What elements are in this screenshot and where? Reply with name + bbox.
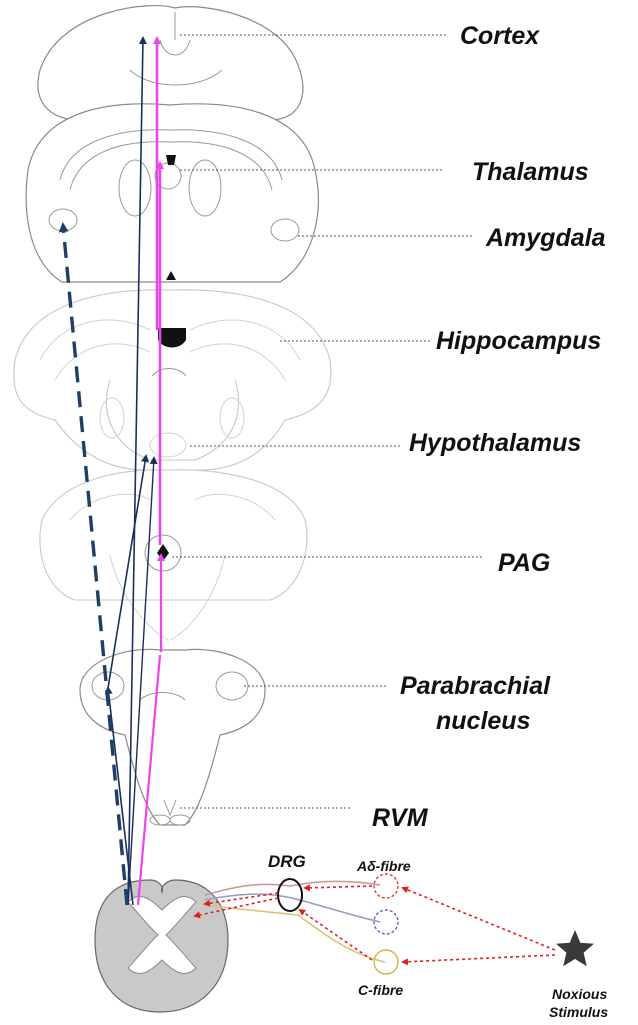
- label-c-fibre: C-fibre: [358, 982, 403, 998]
- a-delta-fibre-circle: [374, 874, 398, 898]
- label-cortex: Cortex: [460, 22, 540, 50]
- label-rvm: RVM: [372, 804, 429, 832]
- cortex-slice: [38, 6, 303, 120]
- drg-ganglion: [278, 879, 302, 911]
- c-fibre-circle: [374, 950, 398, 974]
- label-drg: DRG: [268, 852, 306, 871]
- thalamus-slice: [26, 104, 318, 282]
- label-parabrachial-line1: Parabrachial: [400, 672, 551, 700]
- label-stimulus-line1: Noxious: [552, 986, 607, 1002]
- label-hippocampus: Hippocampus: [436, 327, 601, 355]
- label-a-delta-fibre: Aδ-fibre: [356, 858, 411, 874]
- parabrachial-slice: [80, 649, 265, 825]
- a-delta-prefix: A: [356, 858, 367, 874]
- peripheral-nerves: [195, 874, 594, 974]
- label-stimulus-line2: Stimulus: [549, 1004, 608, 1020]
- label-thalamus: Thalamus: [472, 158, 589, 186]
- star-icon: [556, 930, 594, 966]
- a-delta-suffix: -fibre: [376, 858, 411, 874]
- pag-slice: [40, 470, 307, 640]
- label-pag: PAG: [498, 549, 550, 577]
- label-hypothalamus: Hypothalamus: [409, 429, 581, 457]
- label-parabrachial-line2: nucleus: [436, 707, 531, 735]
- label-amygdala: Amygdala: [485, 224, 606, 252]
